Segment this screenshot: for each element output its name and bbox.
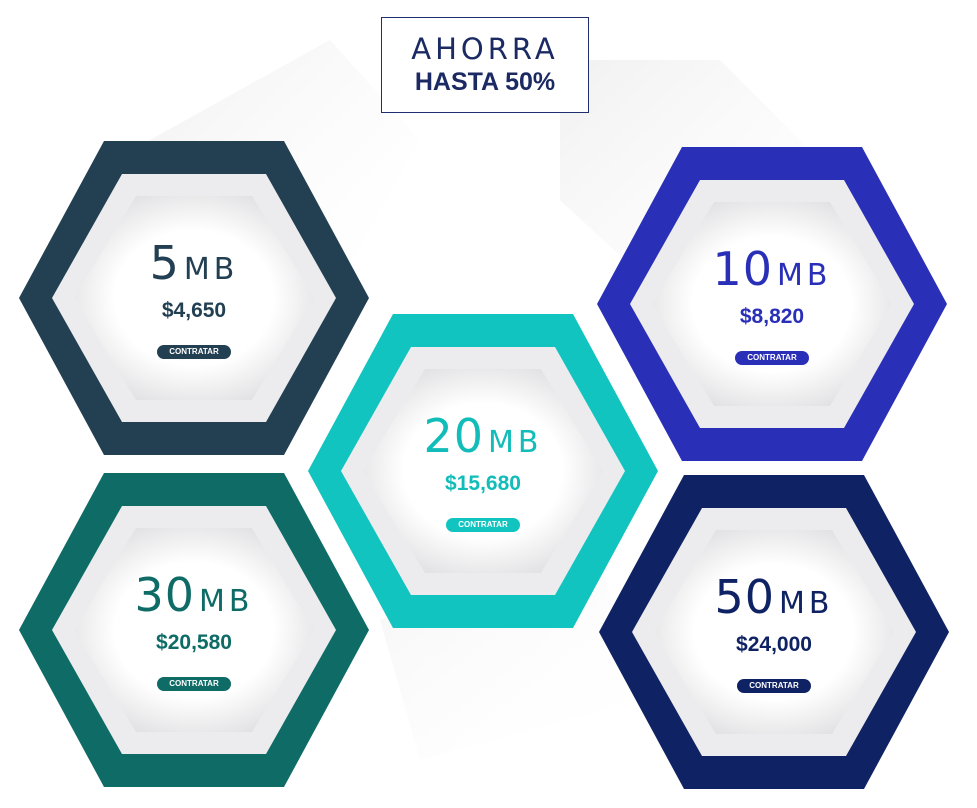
contratar-button[interactable]: CONTRATAR: [446, 518, 520, 532]
speed-value: 20: [423, 409, 485, 463]
speed-value: 10: [712, 242, 774, 296]
hexagon-frame: [599, 475, 949, 789]
plan-price: $8,820: [739, 305, 805, 328]
speed-unit: MB: [777, 258, 832, 293]
hexagon-frame: [597, 147, 947, 461]
speed-unit: MB: [199, 584, 254, 619]
contratar-button[interactable]: CONTRATAR: [157, 345, 231, 359]
plan-price: $20,580: [156, 631, 232, 654]
speed-unit: MB: [488, 425, 543, 460]
speed-unit: MB: [183, 252, 239, 287]
promo-line-2: HASTA 50%: [414, 68, 556, 96]
speed-unit: MB: [779, 586, 834, 621]
hexagon-frame: [19, 141, 369, 455]
contratar-button[interactable]: CONTRATAR: [737, 679, 811, 693]
plan-price: $15,680: [445, 472, 521, 495]
plan-price: $24,000: [736, 633, 812, 656]
contratar-button[interactable]: CONTRATAR: [735, 351, 809, 365]
speed-value: 5: [149, 236, 180, 290]
hexagon-frame: [308, 314, 658, 628]
promo-badge: AHORRA HASTA 50%: [381, 17, 589, 113]
speed-value: 30: [134, 568, 196, 622]
promo-line-1: AHORRA: [411, 32, 559, 66]
plan-price: $4,650: [161, 299, 227, 322]
hexagon-frame: [19, 473, 369, 787]
contratar-button[interactable]: CONTRATAR: [157, 677, 231, 691]
speed-value: 50: [714, 570, 776, 624]
